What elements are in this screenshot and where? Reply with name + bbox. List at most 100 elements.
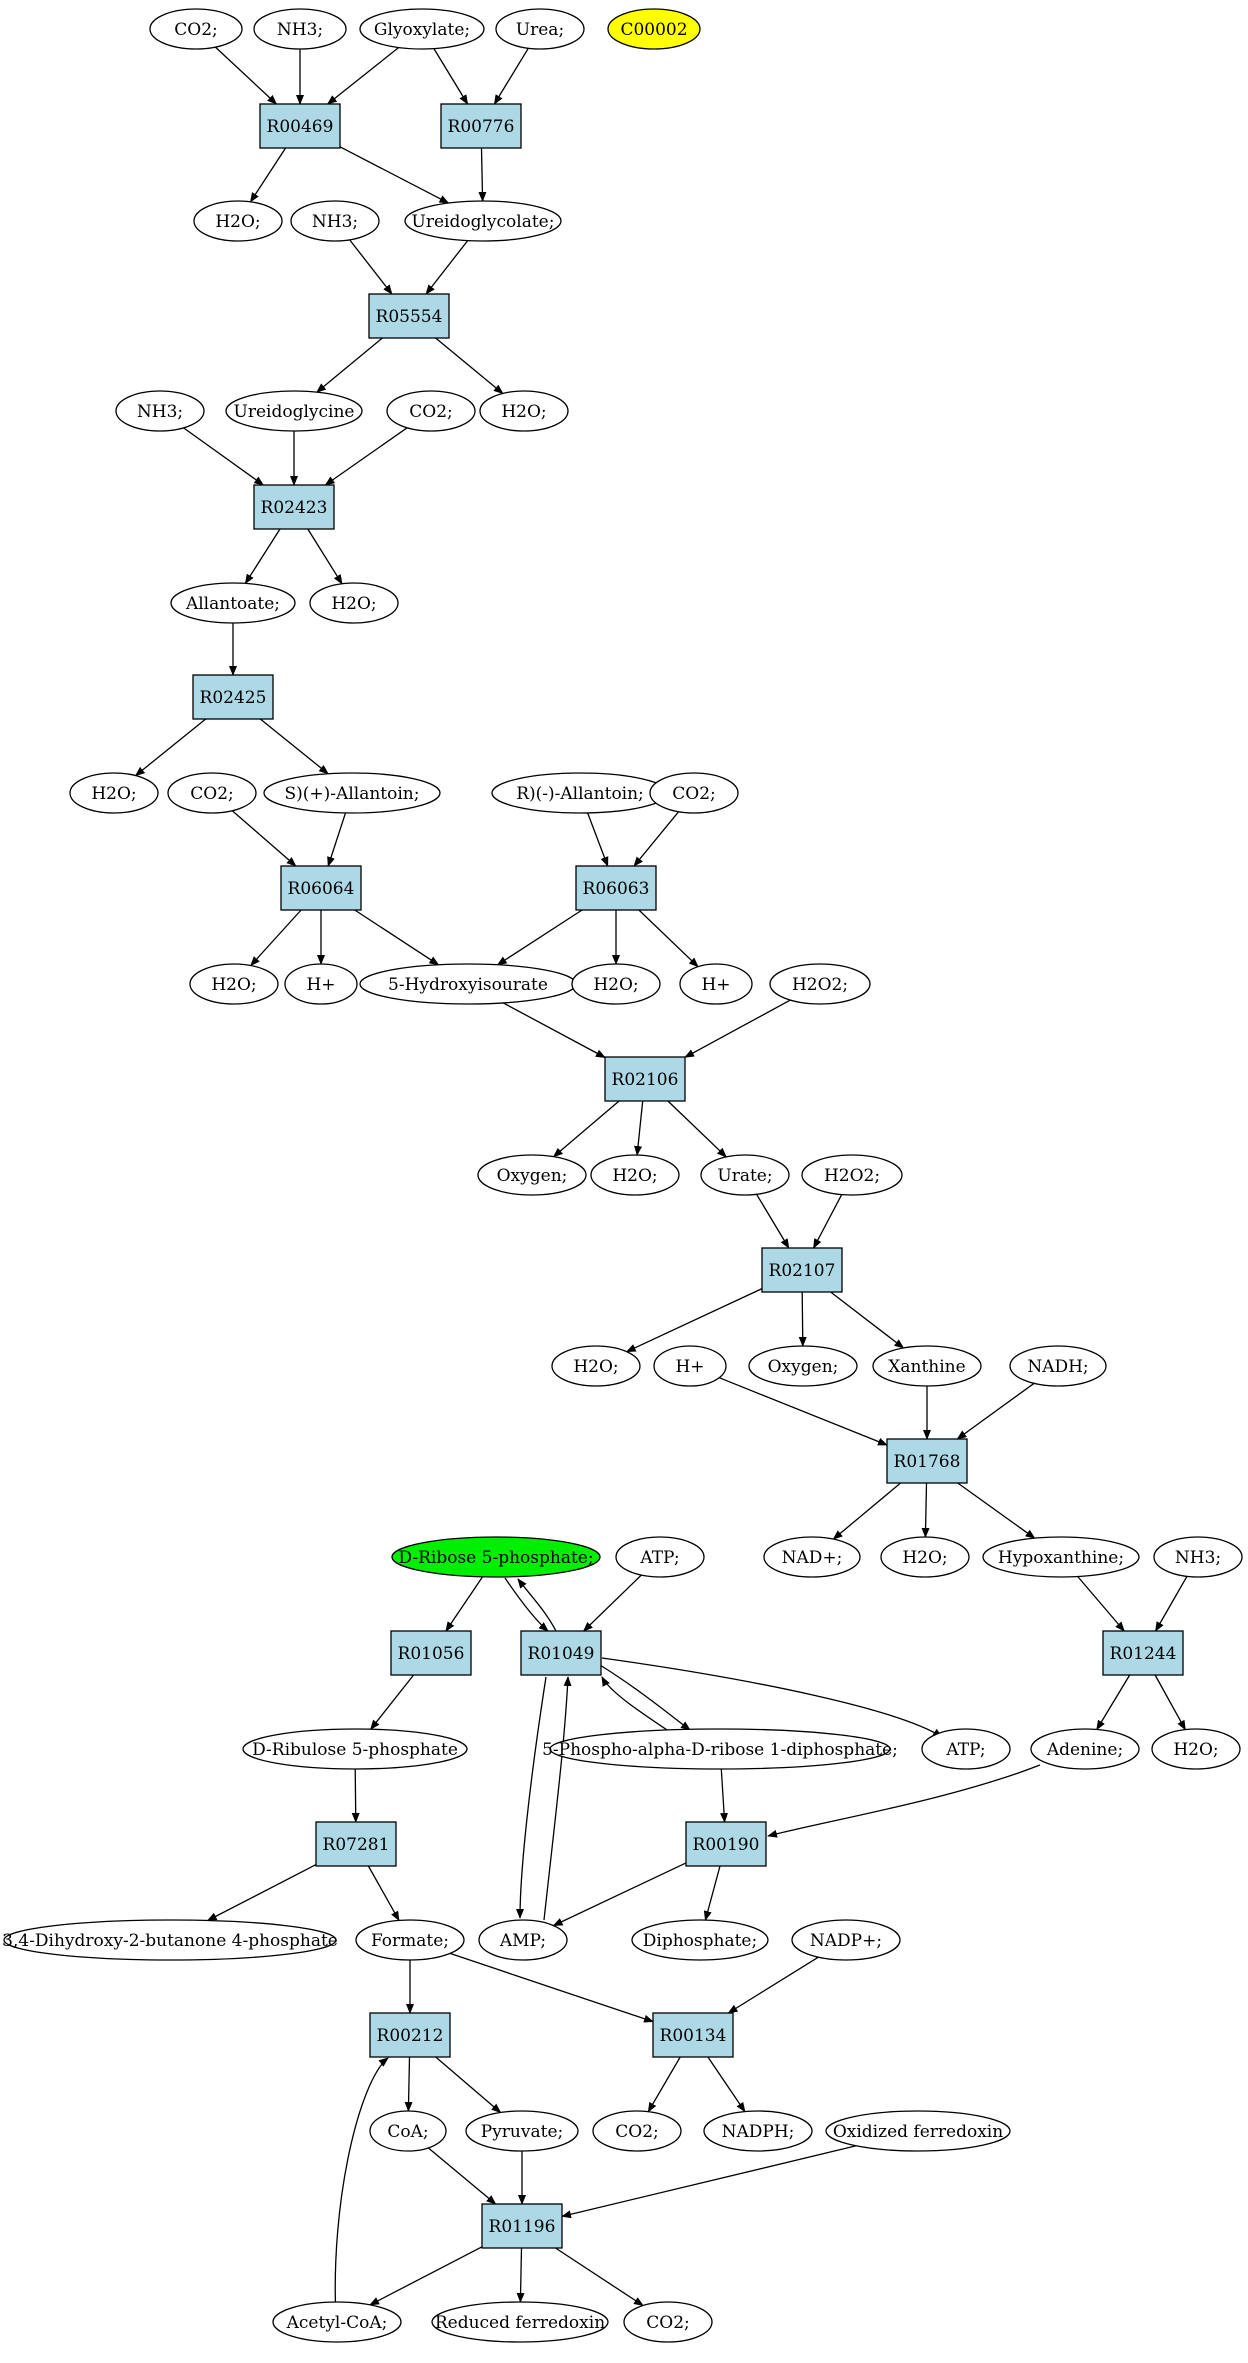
compound-node-c-atp-1[interactable]: ATP; xyxy=(615,1536,705,1578)
reaction-node-r06063[interactable]: R06063 xyxy=(575,865,657,911)
reaction-box xyxy=(390,1630,472,1676)
compound-node-c-urate[interactable]: Urate; xyxy=(700,1154,790,1196)
compound-node-c-pyruvate[interactable]: Pyruvate; xyxy=(465,2110,579,2152)
edges-layer xyxy=(134,46,1188,2321)
edge-c-formate-to-r00134 xyxy=(449,1952,654,2023)
compound-ellipse xyxy=(495,8,585,50)
compound-node-c-oxferredoxin[interactable]: Oxidized ferredoxin xyxy=(825,2110,1011,2152)
compound-node-c-co2-1[interactable]: CO2; xyxy=(149,8,243,50)
node-label: Pyruvate; xyxy=(481,2122,563,2142)
compound-node-c-r-allantoin[interactable]: R)(-)-Allantoin; xyxy=(491,772,669,814)
compound-ellipse xyxy=(404,200,562,242)
compound-node-c-h2o-6[interactable]: H2O; xyxy=(571,963,661,1005)
compound-node-c-dhbp[interactable]: 3,4-Dihydroxy-2-butanone 4-phosphate xyxy=(2,1919,338,1961)
reaction-node-r01768[interactable]: R01768 xyxy=(886,1438,968,1484)
compound-node-c-h2o-1[interactable]: H2O; xyxy=(193,200,283,242)
compound-node-c-h2o-10[interactable]: H2O; xyxy=(1151,1728,1241,1770)
reaction-node-r00776[interactable]: R00776 xyxy=(440,103,522,149)
edge-r06063-to-c-hplus-2 xyxy=(638,909,699,968)
compound-node-c-prpp[interactable]: 5-Phospho-alpha-D-ribose 1-diphosphate; xyxy=(542,1728,898,1770)
reaction-node-r05554[interactable]: R05554 xyxy=(368,293,450,339)
compound-node-c-ribulose5p[interactable]: D-Ribulose 5-phosphate xyxy=(242,1728,468,1770)
compound-node-c-co2-3[interactable]: CO2; xyxy=(167,772,257,814)
reaction-node-r02107[interactable]: R02107 xyxy=(761,1247,843,1293)
edge-r00134-to-c-nadph xyxy=(707,2056,746,2113)
compound-node-c-nadplus[interactable]: NAD+; xyxy=(763,1536,861,1578)
reaction-node-r01244[interactable]: R01244 xyxy=(1102,1630,1184,1676)
compound-ellipse xyxy=(431,2301,609,2343)
compound-node-c-h2o-5[interactable]: H2O; xyxy=(189,963,279,1005)
compound-node-c-redferredoxin[interactable]: Reduced ferredoxin xyxy=(431,2301,609,2343)
compound-node-c-h2o-4[interactable]: H2O; xyxy=(69,772,159,814)
node-label: H2O; xyxy=(573,1357,618,1377)
compound-node-c-ureidoglycine[interactable]: Ureidoglycine xyxy=(225,390,363,432)
compound-node-c-oxygen-2[interactable]: Oxygen; xyxy=(748,1345,858,1387)
compound-node-c-h2o-7[interactable]: H2O; xyxy=(590,1154,680,1196)
compound-node-c-c00002[interactable]: C00002 xyxy=(607,8,701,50)
compound-ellipse xyxy=(649,772,739,814)
compound-ellipse xyxy=(272,2301,402,2343)
compound-node-c-h2o-8[interactable]: H2O; xyxy=(551,1345,641,1387)
compound-node-c-glyox[interactable]: Glyoxylate; xyxy=(359,8,485,50)
compound-node-c-h2o-3[interactable]: H2O; xyxy=(309,582,399,624)
reaction-node-r00212[interactable]: R00212 xyxy=(369,2012,451,2058)
compound-node-c-h2o-2[interactable]: H2O; xyxy=(479,390,569,432)
compound-node-c-co2-2[interactable]: CO2; xyxy=(386,390,476,432)
compound-node-c-xanthine[interactable]: Xanthine xyxy=(872,1345,982,1387)
compound-node-c-h2o2-1[interactable]: H2O2; xyxy=(769,963,871,1005)
compound-node-c-nh3-1[interactable]: NH3; xyxy=(253,8,347,50)
reaction-node-r02423[interactable]: R02423 xyxy=(253,484,335,530)
compound-node-c-nh3-3[interactable]: NH3; xyxy=(115,390,205,432)
compound-node-c-hypoxanthine[interactable]: Hypoxanthine; xyxy=(982,1536,1140,1578)
compound-node-c-h2o-9[interactable]: H2O; xyxy=(880,1536,970,1578)
edge-c-r-allantoin-to-r06063 xyxy=(586,812,609,867)
reaction-node-r02106[interactable]: R02106 xyxy=(604,1056,686,1102)
compound-node-c-hplus-3[interactable]: H+ xyxy=(653,1345,727,1387)
edge-c-atp-1-to-r01049 xyxy=(582,1574,642,1632)
compound-ellipse xyxy=(355,1919,465,1961)
compound-node-c-nh3-2[interactable]: NH3; xyxy=(290,200,380,242)
compound-node-c-oxygen-1[interactable]: Oxygen; xyxy=(477,1154,587,1196)
compound-node-c-5hiu[interactable]: 5-Hydroxyisourate xyxy=(359,963,577,1005)
compound-node-c-atp-2[interactable]: ATP; xyxy=(921,1728,1011,1770)
compound-node-c-co2-4[interactable]: CO2; xyxy=(649,772,739,814)
compound-node-c-acetylcoa[interactable]: Acetyl-CoA; xyxy=(272,2301,402,2343)
reaction-node-r02425[interactable]: R02425 xyxy=(192,674,274,720)
compound-node-c-h2o2-2[interactable]: H2O2; xyxy=(801,1154,903,1196)
edge-c-h2o2-1-to-r02106 xyxy=(684,999,791,1058)
reaction-node-r06064[interactable]: R06064 xyxy=(280,865,362,911)
reaction-node-r00190[interactable]: R00190 xyxy=(685,1821,767,1867)
compound-node-c-s-allantoin[interactable]: S)(+)-Allantoin; xyxy=(263,772,441,814)
node-label: H2O; xyxy=(91,784,136,804)
compound-node-c-nadph[interactable]: NADPH; xyxy=(703,2110,813,2152)
compound-node-c-hplus-2[interactable]: H+ xyxy=(679,963,753,1005)
compound-node-c-adenine[interactable]: Adenine; xyxy=(1030,1728,1140,1770)
compound-node-c-coa[interactable]: CoA; xyxy=(369,2110,447,2152)
compound-node-c-nh3-4[interactable]: NH3; xyxy=(1153,1536,1243,1578)
node-label: AMP; xyxy=(499,1931,546,1951)
compound-node-c-co2-6[interactable]: CO2; xyxy=(623,2301,713,2343)
compound-node-c-hplus-1[interactable]: H+ xyxy=(284,963,358,1005)
reaction-node-r01056[interactable]: R01056 xyxy=(390,1630,472,1676)
compound-node-c-co2-5[interactable]: CO2; xyxy=(592,2110,682,2152)
reaction-node-r01196[interactable]: R01196 xyxy=(481,2203,563,2249)
compound-ellipse xyxy=(3,1919,337,1961)
compound-node-c-nadh[interactable]: NADH; xyxy=(1009,1345,1107,1387)
reaction-node-r00469[interactable]: R00469 xyxy=(259,103,341,149)
compound-ellipse xyxy=(369,2110,447,2152)
node-label: R01056 xyxy=(398,1644,465,1664)
reaction-node-r07281[interactable]: R07281 xyxy=(315,1821,397,1867)
compound-node-c-urea[interactable]: Urea; xyxy=(495,8,585,50)
compound-node-c-allantoate[interactable]: Allantoate; xyxy=(170,582,296,624)
compound-node-c-nadpplus[interactable]: NADP+; xyxy=(791,1919,901,1961)
reaction-node-r00134[interactable]: R00134 xyxy=(652,2012,734,2058)
compound-node-c-amp[interactable]: AMP; xyxy=(478,1919,568,1961)
node-label: H2O; xyxy=(211,975,256,995)
edge-r07281-to-c-formate xyxy=(367,1865,400,1922)
compound-node-c-diphosphate[interactable]: Diphosphate; xyxy=(631,1919,769,1961)
node-label: Xanthine xyxy=(888,1357,965,1377)
reaction-node-r01049[interactable]: R01049 xyxy=(520,1630,602,1676)
compound-node-c-ureidoglycolate[interactable]: Ureidoglycolate; xyxy=(404,200,562,242)
compound-node-c-ribose5p[interactable]: D-Ribose 5-phosphate; xyxy=(391,1536,601,1578)
compound-node-c-formate[interactable]: Formate; xyxy=(355,1919,465,1961)
